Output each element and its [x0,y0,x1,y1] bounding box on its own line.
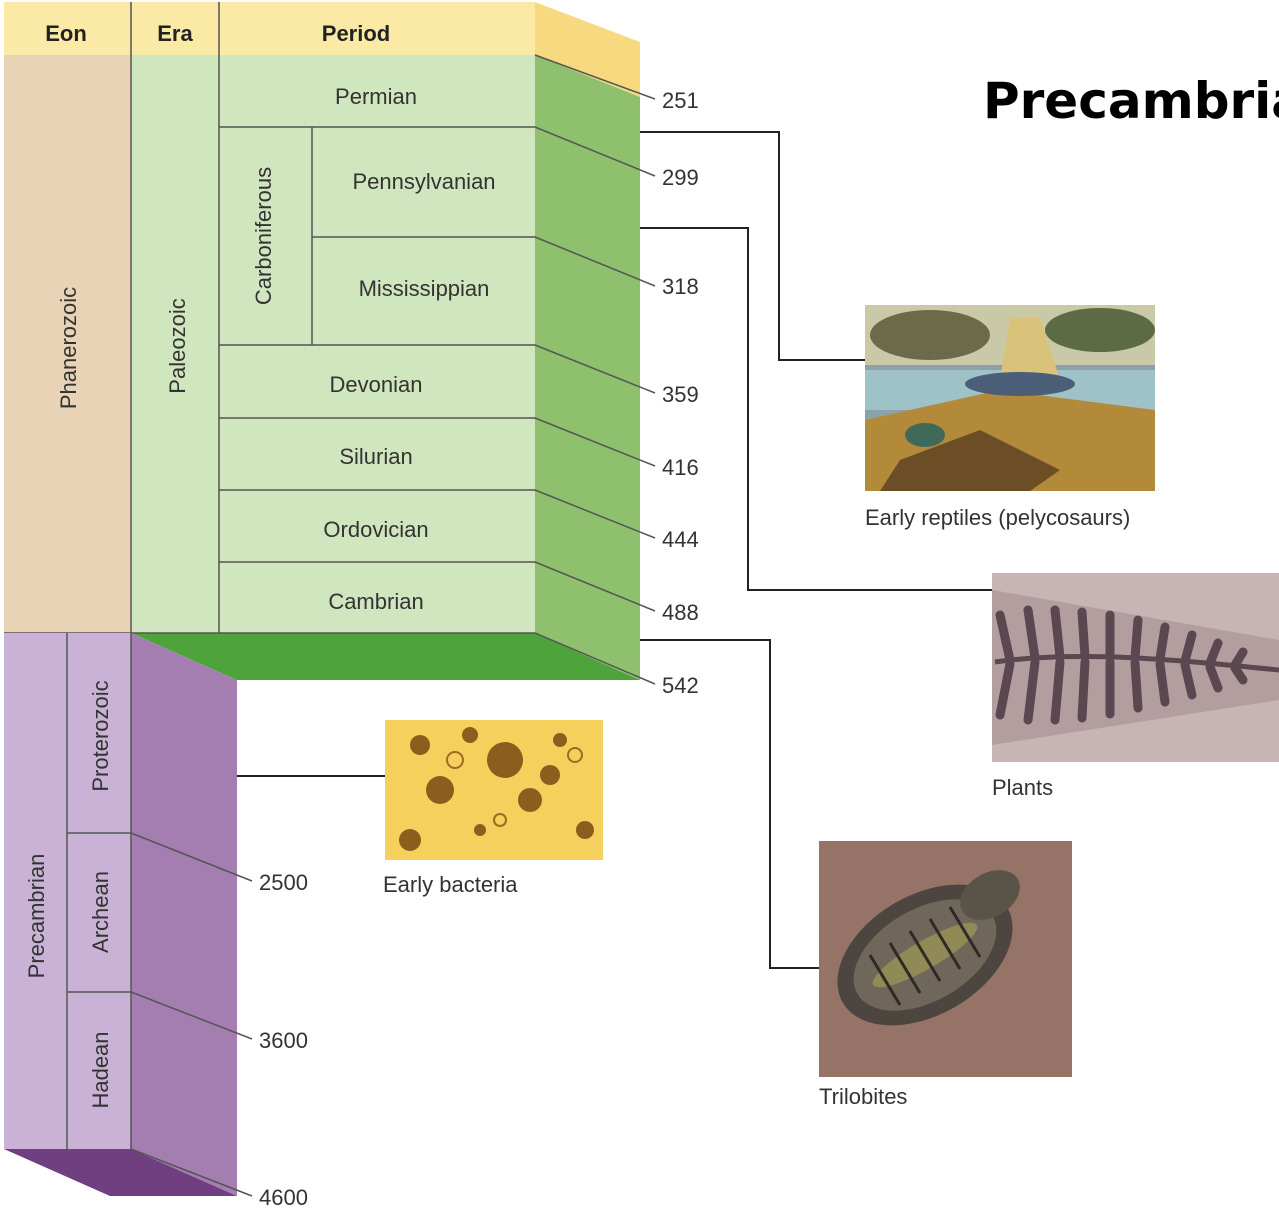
era-hadean-label: Hadean [88,1031,113,1108]
eon-phanerozoic-label: Phanerozoic [56,287,81,409]
period-silurian-label: Silurian [339,444,412,469]
reptiles-caption: Early reptiles (pelycosaurs) [865,505,1130,530]
age-318: 318 [662,274,699,299]
plants-caption: Plants [992,775,1053,800]
period-pennsylvanian-label: Pennsylvanian [352,169,495,194]
age-416: 416 [662,455,699,480]
period-ordovician-label: Ordovician [323,517,428,542]
age-251: 251 [662,88,699,113]
plants-image [992,573,1279,762]
page-title: Precambria [983,72,1279,130]
age-488: 488 [662,600,699,625]
age-4600: 4600 [259,1185,308,1210]
bacteria-caption: Early bacteria [383,872,518,897]
era-archean-label: Archean [88,871,113,953]
period-cambrian-label: Cambrian [328,589,423,614]
eon-precambrian-label: Precambrian [24,854,49,979]
header-period: Period [322,21,390,46]
trilobites-caption: Trilobites [819,1084,907,1109]
era-paleozoic-label: Paleozoic [165,298,190,393]
era-proterozoic-label: Proterozoic [88,680,113,791]
periods-front [219,55,535,633]
age-444: 444 [662,527,699,552]
precambrian-side [131,633,237,1196]
period-carboniferous-label: Carboniferous [251,167,276,305]
trilobites-image [813,841,1072,1077]
age-359: 359 [662,382,699,407]
age-299: 299 [662,165,699,190]
period-mississippian-label: Mississippian [359,276,490,301]
age-542: 542 [662,673,699,698]
period-devonian-label: Devonian [330,372,423,397]
header-era: Era [157,21,193,46]
bacteria-image [385,720,603,860]
header-eon: Eon [45,21,87,46]
period-permian-label: Permian [335,84,417,109]
age-3600: 3600 [259,1028,308,1053]
reptiles-image [865,305,1155,491]
age-2500: 2500 [259,870,308,895]
